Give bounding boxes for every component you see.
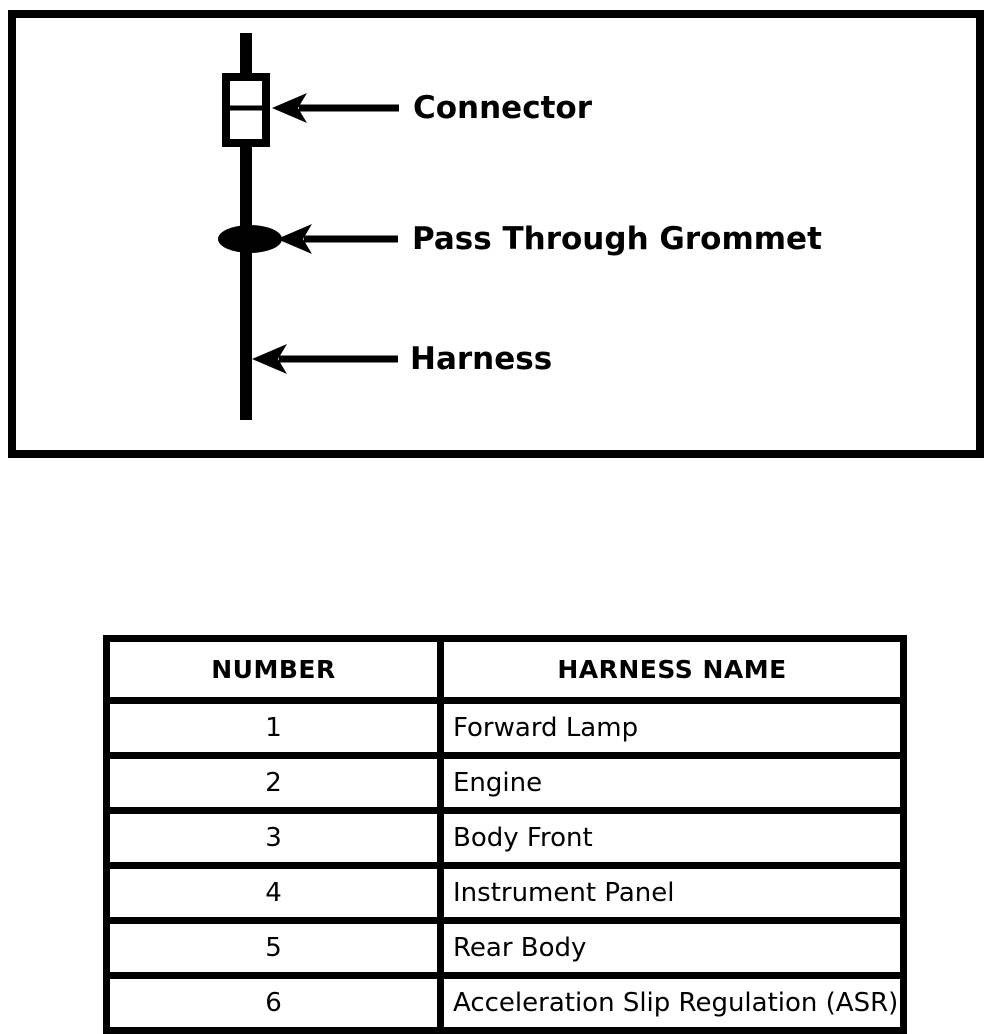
pass-through-grommet-label: Pass Through Grommet [412,221,822,257]
table-header-row: NUMBER HARNESS NAME [103,635,907,704]
table-row: 2 Engine [103,752,907,814]
connector-symbol [222,73,270,147]
harness-diagram [218,33,399,420]
harness-arrow-icon [252,344,398,374]
column-header-harness-name: HARNESS NAME [437,635,907,704]
cell-harness-name: Forward Lamp [437,697,907,759]
grommet-symbol [218,225,282,253]
cell-harness-name: Rear Body [437,917,907,979]
connector-arrow-icon [272,93,399,123]
cell-harness-name: Acceleration Slip Regulation (ASR) [437,972,907,1034]
harness-label: Harness [410,341,553,377]
table-row: 3 Body Front [103,807,907,869]
table-row: 6 Acceleration Slip Regulation (ASR) [103,972,907,1034]
cell-number: 6 [103,972,444,1034]
cell-harness-name: Engine [437,752,907,814]
cell-number: 2 [103,752,444,814]
table-row: 4 Instrument Panel [103,862,907,924]
cell-harness-name: Body Front [437,807,907,869]
connector-label: Connector [413,90,592,126]
grommet-arrow-icon [277,224,398,254]
cell-number: 5 [103,917,444,979]
cell-number: 1 [103,697,444,759]
column-header-number: NUMBER [103,635,444,704]
cell-harness-name: Instrument Panel [437,862,907,924]
table-row: 1 Forward Lamp [103,697,907,759]
cell-number: 4 [103,862,444,924]
figure-border-box [8,10,984,458]
harness-table: NUMBER HARNESS NAME 1 Forward Lamp 2 Eng… [103,635,907,1034]
cell-number: 3 [103,807,444,869]
table-row: 5 Rear Body [103,917,907,979]
